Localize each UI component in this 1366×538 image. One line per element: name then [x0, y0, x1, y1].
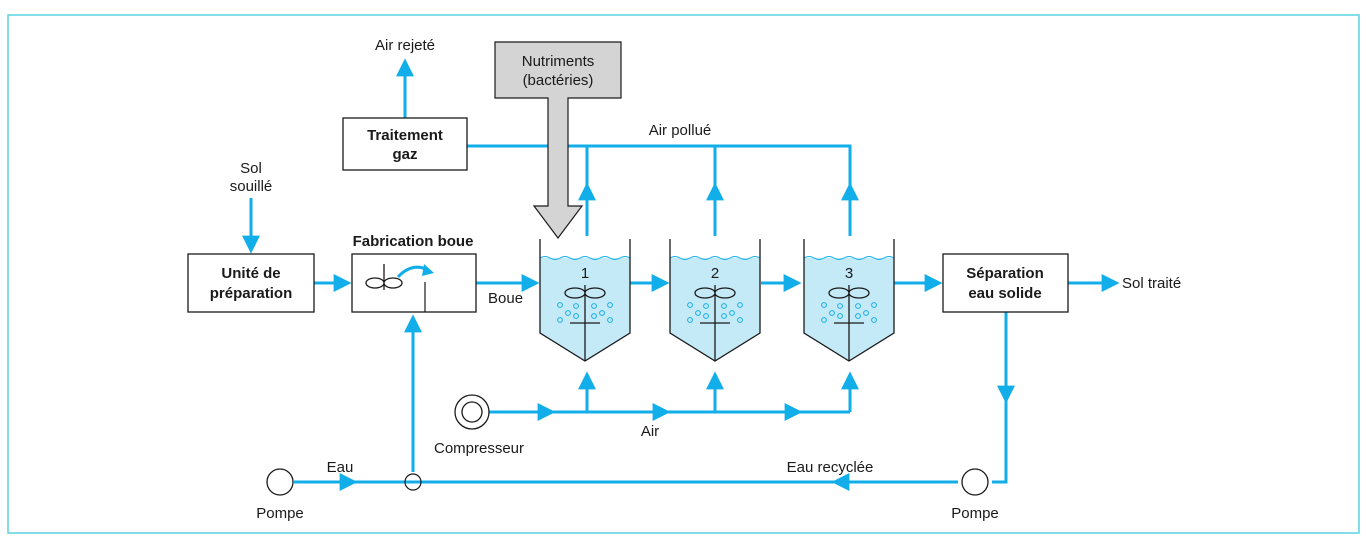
nutriments-line2: (bactéries): [523, 72, 594, 89]
pipe-air-pollue-header: [467, 144, 852, 160]
label-pompe-left: Pompe: [256, 505, 304, 522]
nutriments-arrow: Nutriments (bactéries): [494, 41, 622, 239]
label-eau: Eau: [327, 459, 354, 476]
label-boue: Boue: [488, 290, 523, 307]
impeller-icon: [828, 285, 870, 361]
label-air-rejete: Air rejeté: [375, 37, 435, 54]
separation-line1: Séparation: [966, 265, 1044, 282]
bubbles-icon: [821, 302, 877, 323]
box-separation: Séparation eau solide: [942, 253, 1069, 313]
box-fabrication-boue: [351, 253, 477, 313]
tank-2-number: 2: [711, 265, 719, 282]
traitement-line2: gaz: [392, 146, 417, 163]
pump-icon: [961, 468, 989, 496]
pipe-recycle-right: [992, 396, 1008, 484]
tank-3: 3: [803, 239, 895, 362]
pump-icon: [266, 468, 294, 496]
label-pompe-right: Pompe: [951, 505, 999, 522]
mixer-icon: [365, 264, 403, 290]
fabrication-label: Fabrication boue: [353, 233, 474, 250]
compressor-icon: [454, 394, 490, 430]
impeller-icon: [694, 285, 736, 361]
label-compresseur: Compresseur: [434, 440, 524, 457]
label-sol-souille-2: souillé: [230, 178, 273, 195]
label-air-pollue: Air pollué: [649, 122, 712, 139]
box-traitement-gaz: Traitement gaz: [342, 117, 468, 171]
label-sol-souille-1: Sol: [240, 160, 262, 177]
traitement-line1: Traitement: [367, 127, 443, 144]
label-sol-traite: Sol traité: [1122, 275, 1181, 292]
unite-line2: préparation: [210, 285, 293, 302]
impeller-icon: [564, 285, 606, 361]
label-eau-recyclee: Eau recyclée: [787, 459, 874, 476]
tank-1: 1: [539, 239, 631, 362]
rotation-arrow-icon: [396, 264, 434, 279]
bubbles-icon: [687, 302, 743, 323]
unite-line1: Unité de: [221, 265, 280, 282]
bubbles-icon: [557, 302, 613, 323]
separation-line2: eau solide: [968, 285, 1041, 302]
tank-1-number: 1: [581, 265, 589, 282]
nutriments-line1: Nutriments: [522, 53, 595, 70]
box-unite-preparation: Unité de préparation: [187, 253, 315, 313]
label-air: Air: [641, 423, 659, 440]
junction-icon: [404, 473, 422, 491]
tank-2: 2: [669, 239, 761, 362]
diagram-frame: [7, 14, 1360, 534]
tank-3-number: 3: [845, 265, 853, 282]
